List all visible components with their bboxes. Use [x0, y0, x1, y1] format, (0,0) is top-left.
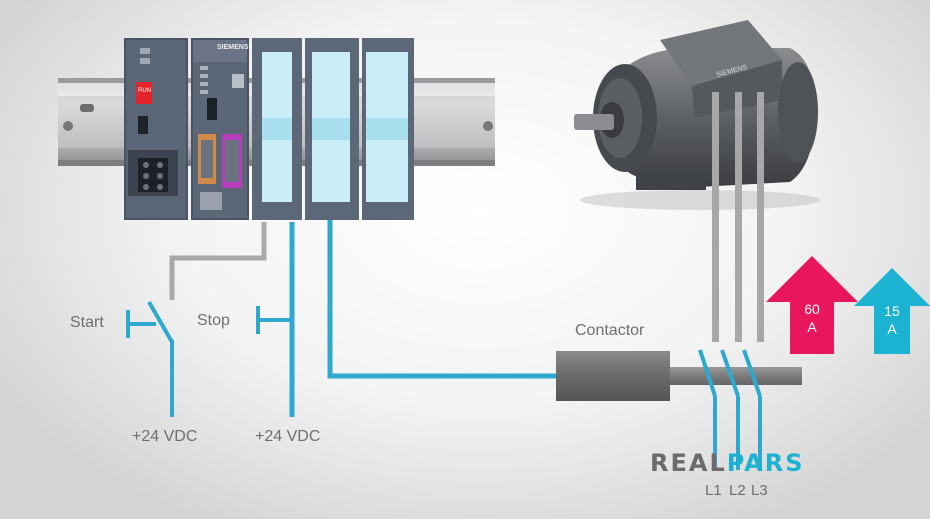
run-stop-switch[interactable] — [207, 98, 217, 120]
plc-brand-label: SIEMENS — [217, 44, 249, 51]
arrow-15a-text: 15 A — [874, 302, 910, 338]
arrow-60a-value: 60 — [804, 301, 820, 317]
motor — [574, 20, 820, 210]
start-pushbutton-symbol — [126, 301, 174, 417]
power-switch[interactable] — [136, 82, 152, 104]
arrow-15a-value: 15 — [884, 303, 900, 319]
plc-io-modules — [252, 38, 414, 220]
current-arrow-15a — [854, 268, 930, 354]
phase-label-l1: L1 — [705, 482, 722, 499]
supply-label-right: +24 VDC — [255, 428, 321, 445]
plc-cpu — [191, 38, 249, 220]
current-arrow-60a — [766, 256, 858, 354]
stop-label: Stop — [197, 312, 230, 329]
arrow-60a-text: 60 A — [790, 300, 834, 336]
contactor — [556, 351, 802, 401]
logo-part-pars: PARS — [726, 449, 805, 477]
start-label: Start — [70, 314, 104, 331]
phase-label-l3: L3 — [751, 482, 768, 499]
arrow-15a-unit: A — [887, 321, 897, 337]
logo-part-real: REAL — [650, 449, 727, 477]
arrow-60a-unit: A — [807, 319, 817, 335]
stop-pushbutton-symbol — [256, 306, 292, 334]
cpu-run-label: RUN — [138, 88, 151, 94]
output-wire-contactor — [327, 220, 556, 379]
motor-cables — [712, 92, 764, 342]
contactor-main-contacts — [698, 349, 762, 470]
phase-label-l2: L2 — [729, 482, 746, 499]
input-wire-start — [169, 222, 267, 300]
contactor-label: Contactor — [575, 322, 645, 339]
plc-power-supply — [124, 38, 188, 220]
realpars-logo: REALPARS — [650, 449, 804, 477]
supply-label-left: +24 VDC — [132, 428, 198, 445]
